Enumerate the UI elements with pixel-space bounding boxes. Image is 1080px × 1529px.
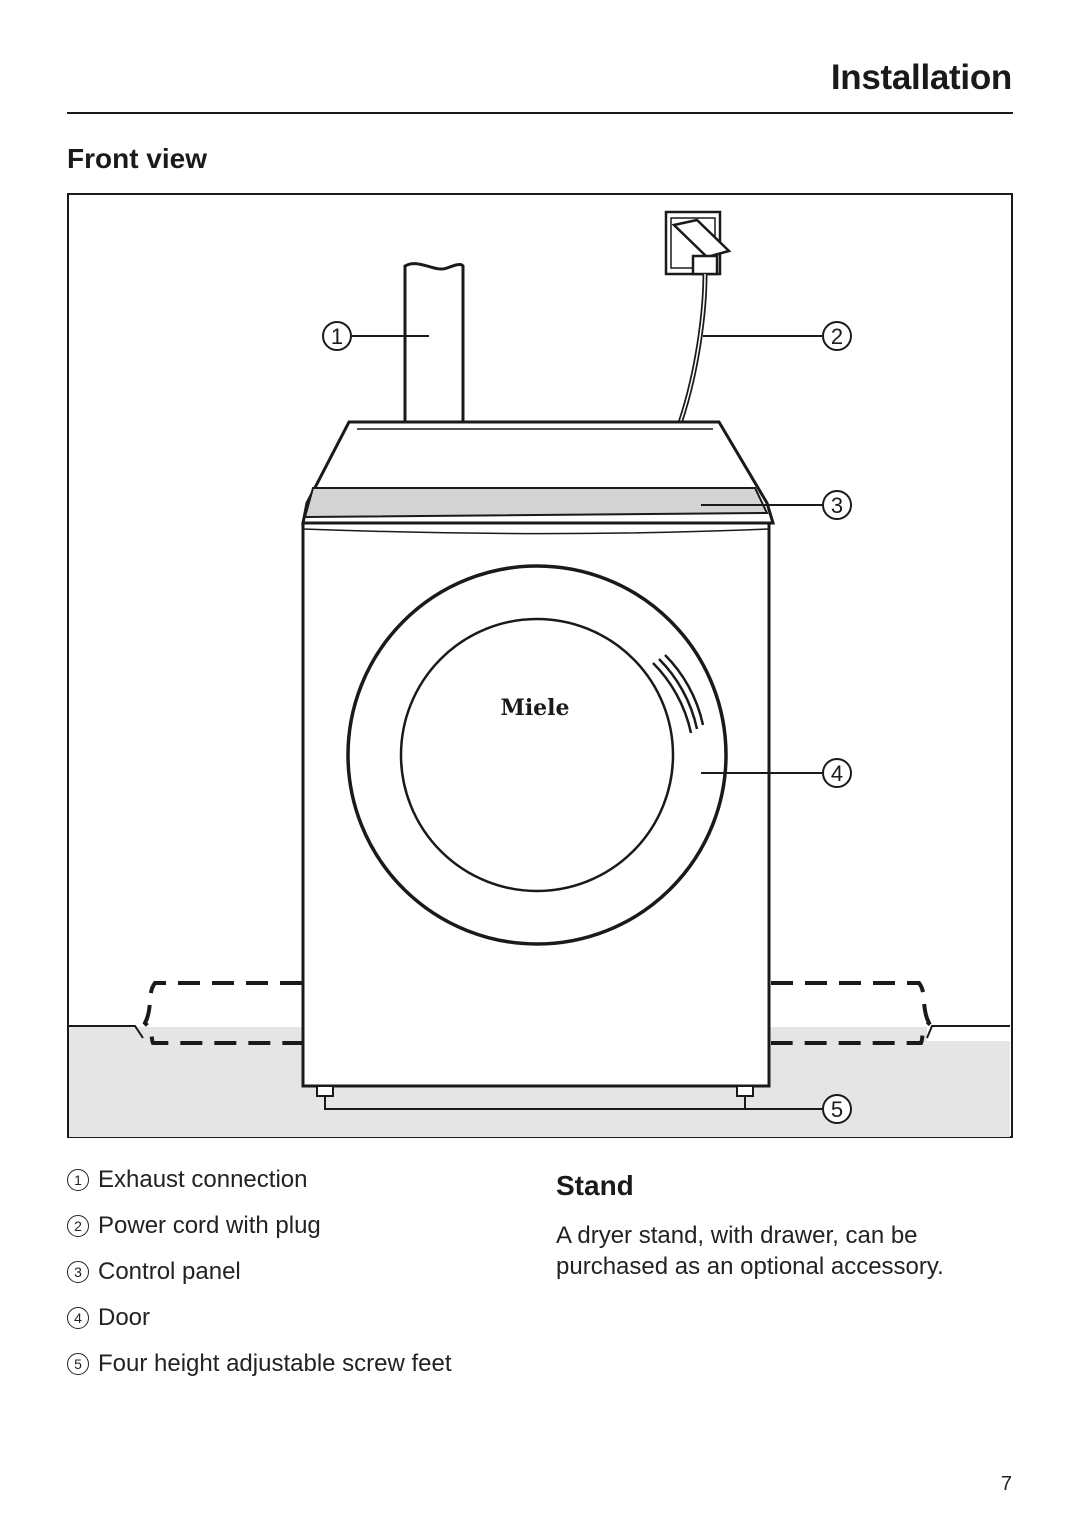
legend-item: 2 Power cord with plug (67, 1211, 527, 1241)
stand-dashed-outline (142, 981, 932, 1045)
legend-number: 4 (67, 1307, 89, 1329)
stand-description: A dryer stand, with drawer, can be purch… (556, 1222, 944, 1280)
miele-logo-text: Miele (500, 695, 569, 721)
callout-4: 4 (822, 758, 852, 788)
dryer-door (346, 564, 728, 946)
svg-text:2: 2 (831, 324, 843, 349)
callout-1: 1 (322, 321, 352, 351)
callout-2: 2 (822, 321, 852, 351)
svg-text:1: 1 (331, 324, 343, 349)
legend-item: 1 Exhaust connection (67, 1165, 527, 1195)
dryer-front-view-illustration: Miele 1 2 3 4 (67, 193, 1013, 1138)
section-title-stand: Stand (556, 1170, 634, 1201)
section-title-front-view: Front view (67, 143, 208, 174)
wall-socket (664, 210, 732, 276)
legend-number: 5 (67, 1353, 89, 1375)
callout-3: 3 (822, 490, 852, 520)
svg-text:3: 3 (831, 493, 843, 518)
legend-number: 1 (67, 1169, 89, 1191)
legend-item: 5 Four height adjustable screw feet (67, 1349, 527, 1379)
svg-text:5: 5 (831, 1097, 843, 1122)
legend-number: 3 (67, 1261, 89, 1283)
callout-5: 5 (822, 1094, 852, 1124)
control-panel-strip (303, 487, 769, 519)
legend-label: Power cord with plug (98, 1212, 321, 1239)
page-number: 7 (1000, 1473, 1012, 1495)
parts-legend: 1 Exhaust connection 2 Power cord with p… (67, 1165, 527, 1395)
svg-text:4: 4 (831, 761, 843, 786)
legend-label: Four height adjustable screw feet (98, 1350, 452, 1377)
header-divider (67, 112, 1013, 114)
legend-item: 4 Door (67, 1303, 527, 1333)
legend-item: 3 Control panel (67, 1257, 527, 1287)
legend-label: Door (98, 1304, 151, 1331)
legend-label: Control panel (98, 1258, 241, 1285)
exhaust-pipe (403, 262, 465, 425)
page-header-title: Installation (830, 58, 1012, 97)
legend-label: Exhaust connection (98, 1166, 308, 1193)
legend-number: 2 (67, 1215, 89, 1237)
